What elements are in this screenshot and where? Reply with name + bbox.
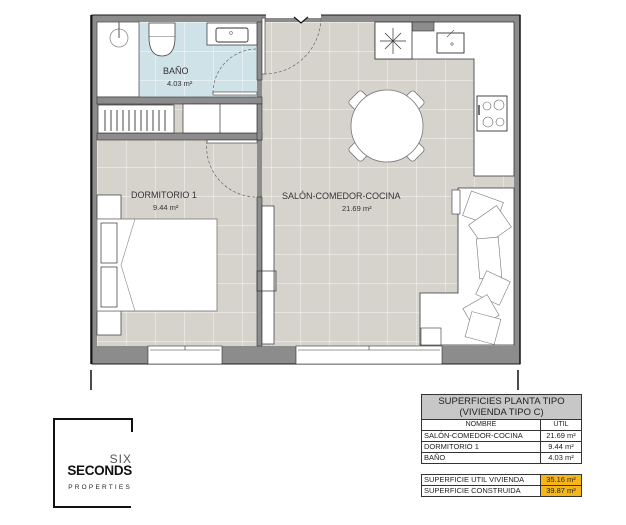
bathroom-sink-icon <box>206 22 258 46</box>
table-title: SUPERFICIES PLANTA TIPO (VIVIENDA TIPO C… <box>421 394 582 420</box>
total-row-util: SUPERFICIE UTIL VIVIENDA 35.16 m² <box>421 474 582 486</box>
svg-text:DORMITORIO 1: DORMITORIO 1 <box>131 190 197 200</box>
dining-table-icon <box>348 89 425 163</box>
total-row-construida: SUPERFICIE CONSTRUIDA 39.87 m² <box>421 485 582 497</box>
floor-plan: BAÑO 4.03 m² DORMITORIO 1 9.44 m² SALÓN-… <box>90 14 521 390</box>
svg-text:4.03 m²: 4.03 m² <box>167 79 193 88</box>
table-row: SALÓN-COMEDOR-COCINA 21.69 m² <box>421 430 582 442</box>
totals-table: SUPERFICIE UTIL VIVIENDA 35.16 m² SUPERF… <box>421 474 582 497</box>
bathroom-door <box>212 48 258 96</box>
table-row: DORMITORIO 1 9.44 m² <box>421 441 582 453</box>
svg-text:9.44 m²: 9.44 m² <box>153 203 179 212</box>
room-label-living: SALÓN-COMEDOR-COCINA 21.69 m² <box>282 191 401 213</box>
col-header-name: NOMBRE <box>421 419 541 431</box>
window-living <box>295 345 443 365</box>
room-label-bedroom: DORMITORIO 1 9.44 m² <box>131 190 197 212</box>
fridge-icon <box>374 21 413 60</box>
window-bedroom <box>147 345 223 365</box>
logo-six: SIX <box>109 452 132 466</box>
logo-properties: PROPERTIES <box>68 484 132 491</box>
room-label-bathroom: BAÑO 4.03 m² <box>163 66 193 88</box>
logo-frame <box>53 418 133 508</box>
shower-drain-icon <box>109 22 129 48</box>
logo-seconds: SECONDS <box>67 463 132 478</box>
storage-closet <box>97 103 258 134</box>
bedroom-door <box>206 139 258 198</box>
double-bed-icon <box>96 194 218 336</box>
wardrobe <box>256 205 277 345</box>
svg-text:SALÓN-COMEDOR-COCINA: SALÓN-COMEDOR-COCINA <box>282 191 401 201</box>
svg-text:21.69 m²: 21.69 m² <box>342 204 372 213</box>
cooktop-icon <box>476 95 508 132</box>
svg-text:BAÑO: BAÑO <box>163 66 189 76</box>
surface-table: SUPERFICIES PLANTA TIPO (VIVIENDA TIPO C… <box>421 394 582 464</box>
col-header-util: ÚTIL <box>540 419 582 431</box>
kitchen-sink-icon <box>436 29 465 54</box>
sofa-icon <box>419 187 515 346</box>
entry-door <box>261 14 322 75</box>
table-row: BAÑO 4.03 m² <box>421 452 582 464</box>
toilet-icon <box>148 22 176 57</box>
